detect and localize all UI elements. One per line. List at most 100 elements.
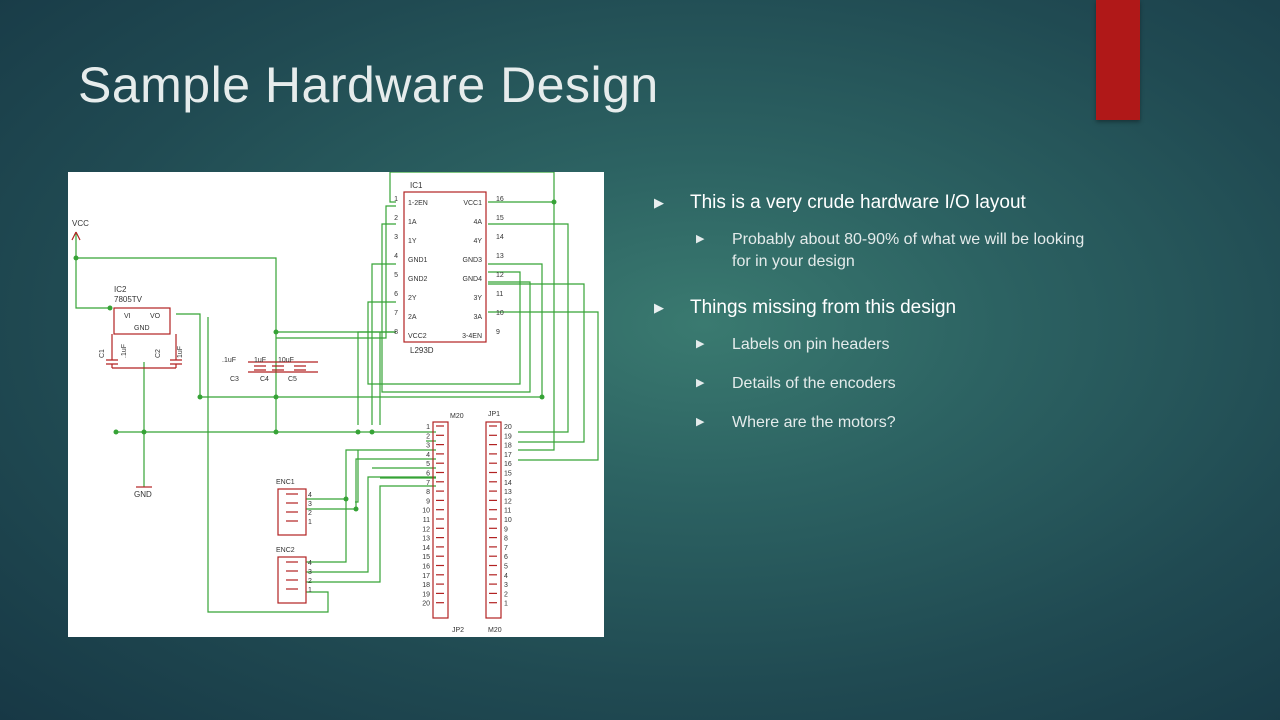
c1-label: C1 bbox=[99, 349, 106, 358]
c3-value-label: .1uF bbox=[222, 357, 236, 364]
enc1-pin-number: 1 bbox=[308, 519, 312, 526]
gnd-label: GND bbox=[134, 490, 152, 499]
c4-value-label: 1uF bbox=[254, 357, 266, 364]
ic1-pin-number: 7 bbox=[394, 310, 398, 317]
ic1-pin-number: 4 bbox=[394, 253, 398, 260]
jp1-pin-number: 5 bbox=[504, 564, 508, 571]
jp1-pin-number: 6 bbox=[504, 554, 508, 561]
ic1-pin-number: 1 bbox=[394, 196, 398, 203]
ic2-part-label: 7805TV bbox=[114, 295, 143, 304]
ic1-pin-name: VCC1 bbox=[463, 200, 482, 207]
jp2-pin-number: 16 bbox=[422, 564, 430, 571]
ic1-pin-name: GND3 bbox=[463, 257, 483, 264]
enc2-pin-number: 3 bbox=[308, 569, 312, 576]
jp2-pin-number: 13 bbox=[422, 536, 430, 543]
ic1-pin-number: 15 bbox=[496, 215, 504, 222]
ic1-pin-number: 14 bbox=[496, 234, 504, 241]
bullet-text: Probably about 80-90% of what we will be… bbox=[732, 231, 1085, 270]
c3-label: C3 bbox=[230, 376, 239, 383]
ic1-pin-number: 12 bbox=[496, 272, 504, 279]
ic1-pin-number: 6 bbox=[394, 291, 398, 298]
bullet-text: Labels on pin headers bbox=[732, 336, 890, 353]
jp2-pin-number: 19 bbox=[422, 591, 430, 598]
c4-label: C4 bbox=[260, 376, 269, 383]
ic1-pin-number: 5 bbox=[394, 272, 398, 279]
ic1-pin-name: GND1 bbox=[408, 257, 428, 264]
jp2-pin-number: 6 bbox=[426, 471, 430, 478]
accent-bar bbox=[1096, 0, 1140, 120]
enc1-pin-number: 4 bbox=[308, 492, 312, 499]
jp2-pin-number: 20 bbox=[422, 601, 430, 608]
jp2-pin-number: 2 bbox=[426, 433, 430, 440]
triangle-right-icon: ▶ bbox=[654, 195, 664, 210]
bullet-text: This is a very crude hardware I/O layout bbox=[690, 192, 1026, 213]
jp1-pin-number: 9 bbox=[504, 526, 508, 533]
jp2-pin-number: 12 bbox=[422, 526, 430, 533]
ic1-pin-name: 3-4EN bbox=[462, 333, 482, 340]
ic1-text: 11-2EN21A31Y4GND15GND262Y72A8VCC216VCC11… bbox=[394, 196, 504, 340]
ic2-vo-label: VO bbox=[150, 313, 161, 320]
jp2-pin-number: 18 bbox=[422, 582, 430, 589]
jp1-pin-number: 7 bbox=[504, 545, 508, 552]
ic1-pin-number: 3 bbox=[394, 234, 398, 241]
ic1-pin-name: 1Y bbox=[408, 238, 417, 245]
jp1-label: JP1 bbox=[488, 411, 500, 418]
jp1-pin-number: 19 bbox=[504, 433, 512, 440]
jp1-pin-number: 16 bbox=[504, 461, 512, 468]
jp2-pin-number: 15 bbox=[422, 554, 430, 561]
ic1-pin-number: 2 bbox=[394, 215, 398, 222]
jp2-pin-number: 10 bbox=[422, 508, 430, 515]
jp1-pin-number: 11 bbox=[504, 508, 511, 515]
sub-bullet-item: ▶ Probably about 80-90% of what we will … bbox=[694, 229, 1092, 273]
bullet-item: ▶ This is a very crude hardware I/O layo… bbox=[652, 190, 1092, 215]
jp2-pin-number: 3 bbox=[426, 443, 430, 450]
m20-top-label: M20 bbox=[450, 413, 464, 420]
bullet-text: Details of the encoders bbox=[732, 375, 896, 392]
bullet-list: ▶ This is a very crude hardware I/O layo… bbox=[652, 190, 1092, 447]
triangle-right-icon: ▶ bbox=[696, 416, 705, 428]
ic1-pin-name: VCC2 bbox=[408, 333, 427, 340]
triangle-right-icon: ▶ bbox=[696, 377, 705, 389]
jp1-pin-number: 3 bbox=[504, 582, 508, 589]
ic1-pin-name: 1A bbox=[408, 219, 417, 226]
enc2-label: ENC2 bbox=[276, 547, 295, 554]
c1-value-label: .1uF bbox=[121, 344, 128, 358]
triangle-right-icon: ▶ bbox=[696, 338, 705, 350]
ic1-name-label: IC1 bbox=[410, 181, 423, 190]
m20-bottom-label: M20 bbox=[488, 627, 502, 634]
c2-value-label: 1uF bbox=[177, 346, 184, 358]
enc1-pin-number: 3 bbox=[308, 501, 312, 508]
bullet-text: Things missing from this design bbox=[690, 297, 957, 318]
slide-title: Sample Hardware Design bbox=[78, 57, 659, 113]
schematic-parts bbox=[71, 191, 502, 619]
bullet-item: ▶ Things missing from this design bbox=[652, 295, 1092, 320]
jp1-pin-number: 2 bbox=[504, 591, 508, 598]
jp1-pin-number: 15 bbox=[504, 471, 512, 478]
enc2-pin-number: 2 bbox=[308, 578, 312, 585]
ic1-pin-name: GND2 bbox=[408, 276, 428, 283]
sub-bullet-item: ▶ Where are the motors? bbox=[694, 412, 1092, 434]
ic1-pin-name: 3Y bbox=[473, 295, 482, 302]
ic1-pin-number: 9 bbox=[496, 329, 500, 336]
ic1-pin-name: GND4 bbox=[463, 276, 483, 283]
c5-label: C5 bbox=[288, 376, 297, 383]
jp2-pin-number: 11 bbox=[423, 517, 430, 524]
jp1-pin-number: 1 bbox=[504, 601, 508, 608]
bullet-text: Where are the motors? bbox=[732, 414, 896, 431]
jp2-label: JP2 bbox=[452, 627, 464, 634]
jp1-pin-number: 17 bbox=[504, 452, 512, 459]
triangle-right-icon: ▶ bbox=[654, 300, 664, 315]
ic1-pin-name: 4A bbox=[473, 219, 482, 226]
ic1-pin-name: 2Y bbox=[408, 295, 417, 302]
enc1-pin-number: 2 bbox=[308, 510, 312, 517]
enc2-pin-number: 1 bbox=[308, 587, 312, 594]
jp2-pin-number: 8 bbox=[426, 489, 430, 496]
jp1-pin-number: 12 bbox=[504, 498, 512, 505]
ic1-part-label: L293D bbox=[410, 346, 434, 355]
ic1-pin-number: 16 bbox=[496, 196, 504, 203]
jp1-pin-number: 13 bbox=[504, 489, 512, 496]
vcc-label: VCC bbox=[72, 219, 89, 228]
sub-bullet-item: ▶ Labels on pin headers bbox=[694, 334, 1092, 356]
jp2-pin-number: 1 bbox=[426, 424, 430, 431]
